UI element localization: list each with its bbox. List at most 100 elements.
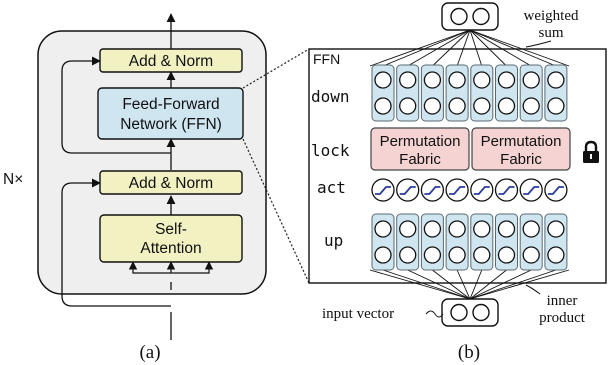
up-neuron-node (399, 246, 417, 264)
up-neuron-node (522, 246, 540, 264)
add-norm-bottom-box (99, 170, 243, 195)
weighted-sum-line2: sum (538, 25, 563, 41)
up-neuron-node (547, 220, 565, 238)
ffn-box (97, 87, 244, 140)
up-neuron-node (497, 246, 516, 264)
input-vector-label: input vector (322, 306, 394, 322)
up-neuron-node (399, 220, 417, 238)
up-neuron-node (448, 246, 466, 264)
down-neuron-node (399, 97, 417, 115)
weighted-sum-edge (469, 29, 532, 67)
activation-curve (523, 186, 540, 195)
up-neuron-node (448, 220, 466, 238)
up-neuron-node (374, 220, 392, 238)
row-label-lock: lock (311, 141, 350, 160)
activation-curve (547, 186, 564, 195)
weighted-sum-edge (456, 29, 471, 67)
down-neuron-node (448, 97, 466, 115)
inner-product-edge (469, 269, 483, 300)
panel-a: Add & Norm Feed-Forward Network (FFN) Ad… (3, 13, 267, 363)
up-neuron-node (473, 220, 491, 238)
weighted-sum-edge (432, 29, 471, 67)
inner-product-edge (369, 269, 471, 300)
input-node-2 (472, 303, 490, 322)
down-neuron-node (473, 97, 491, 115)
inner-product-edge (469, 269, 570, 300)
perm-left-line1: Permutation (380, 133, 461, 150)
up-neuron-node (473, 246, 491, 264)
inner-product-edge (469, 269, 507, 300)
ffn-label-line2: Network (FFN) (120, 116, 222, 133)
weighted-sum-connections (369, 29, 570, 67)
permutation-fabric-left (370, 127, 470, 171)
inner-product-edge (382, 269, 471, 300)
down-neuron-node (497, 97, 516, 115)
self-attention-box (99, 214, 243, 263)
output-node-1 (450, 7, 468, 26)
down-neuron-node (399, 71, 417, 89)
add-norm-bottom-label: Add & Norm (129, 175, 213, 192)
up-neuron-node (374, 246, 392, 264)
activation-curve (375, 186, 391, 195)
repeat-label: N× (3, 171, 23, 188)
down-neuron-node (473, 71, 491, 89)
ffn-label-line1: Feed-Forward (122, 96, 219, 113)
down-neuron-node (547, 71, 565, 89)
inner-product-edge (469, 269, 532, 300)
activation-curve (424, 186, 441, 195)
activation-curve (473, 186, 490, 195)
self-attention-line1: Self- (155, 221, 187, 238)
down-projection-layer (371, 64, 568, 122)
row-label-act: act (317, 178, 346, 197)
self-attention-line2: Attention (140, 240, 201, 257)
row-label-down: down (311, 87, 350, 106)
weighted-sum-edge (469, 29, 483, 67)
permutation-fabric-right (471, 127, 571, 171)
add-norm-top-box (99, 48, 243, 73)
weighted-sum-edge (469, 29, 507, 67)
up-neuron-node (423, 220, 442, 238)
inner-product-line1: inner (547, 293, 578, 309)
down-neuron-node (522, 71, 540, 89)
caption-b: (b) (458, 342, 480, 363)
weighted-sum-edge (382, 29, 471, 67)
down-neuron-node (497, 71, 516, 89)
up-neuron-node (423, 246, 442, 264)
weighted-sum-line1: weighted (524, 8, 579, 24)
panel-b: FFN down lock act up Permutation Fabric … (308, 2, 607, 363)
perm-right-line1: Permutation (481, 133, 562, 150)
activation-curve (399, 186, 416, 195)
activation-layer (371, 178, 568, 202)
inner-product-edge (469, 269, 557, 300)
down-neuron-node (374, 71, 392, 89)
down-neuron-node (423, 97, 442, 115)
down-neuron-node (522, 97, 540, 115)
weighted-sum-edge (407, 29, 471, 67)
up-neuron-node (547, 246, 565, 264)
ffn-title: FFN (313, 51, 340, 67)
row-label-up: up (324, 231, 343, 250)
perm-right-line2: Fabric (500, 151, 542, 168)
down-neuron-node (448, 71, 466, 89)
activation-curve (498, 186, 515, 195)
down-neuron-node (423, 71, 442, 89)
perm-left-line2: Fabric (399, 151, 441, 168)
input-node-1 (450, 303, 468, 322)
inner-product-edge (456, 269, 471, 300)
down-neuron-node (374, 97, 392, 115)
weighted-sum-edge (369, 29, 471, 67)
inner-product-edge (407, 269, 471, 300)
output-node-2 (472, 7, 490, 26)
weighted-sum-edge (469, 29, 570, 67)
inner-product-line2: product (539, 310, 586, 326)
up-neuron-node (497, 220, 516, 238)
activation-curve (449, 186, 466, 195)
up-neuron-node (522, 220, 540, 238)
padlock-icon (583, 140, 599, 163)
weighted-sum-edge (469, 29, 557, 67)
caption-a: (a) (139, 342, 160, 363)
down-neuron-node (547, 97, 565, 115)
up-projection-layer (371, 213, 568, 271)
inner-product-edge (432, 269, 471, 300)
